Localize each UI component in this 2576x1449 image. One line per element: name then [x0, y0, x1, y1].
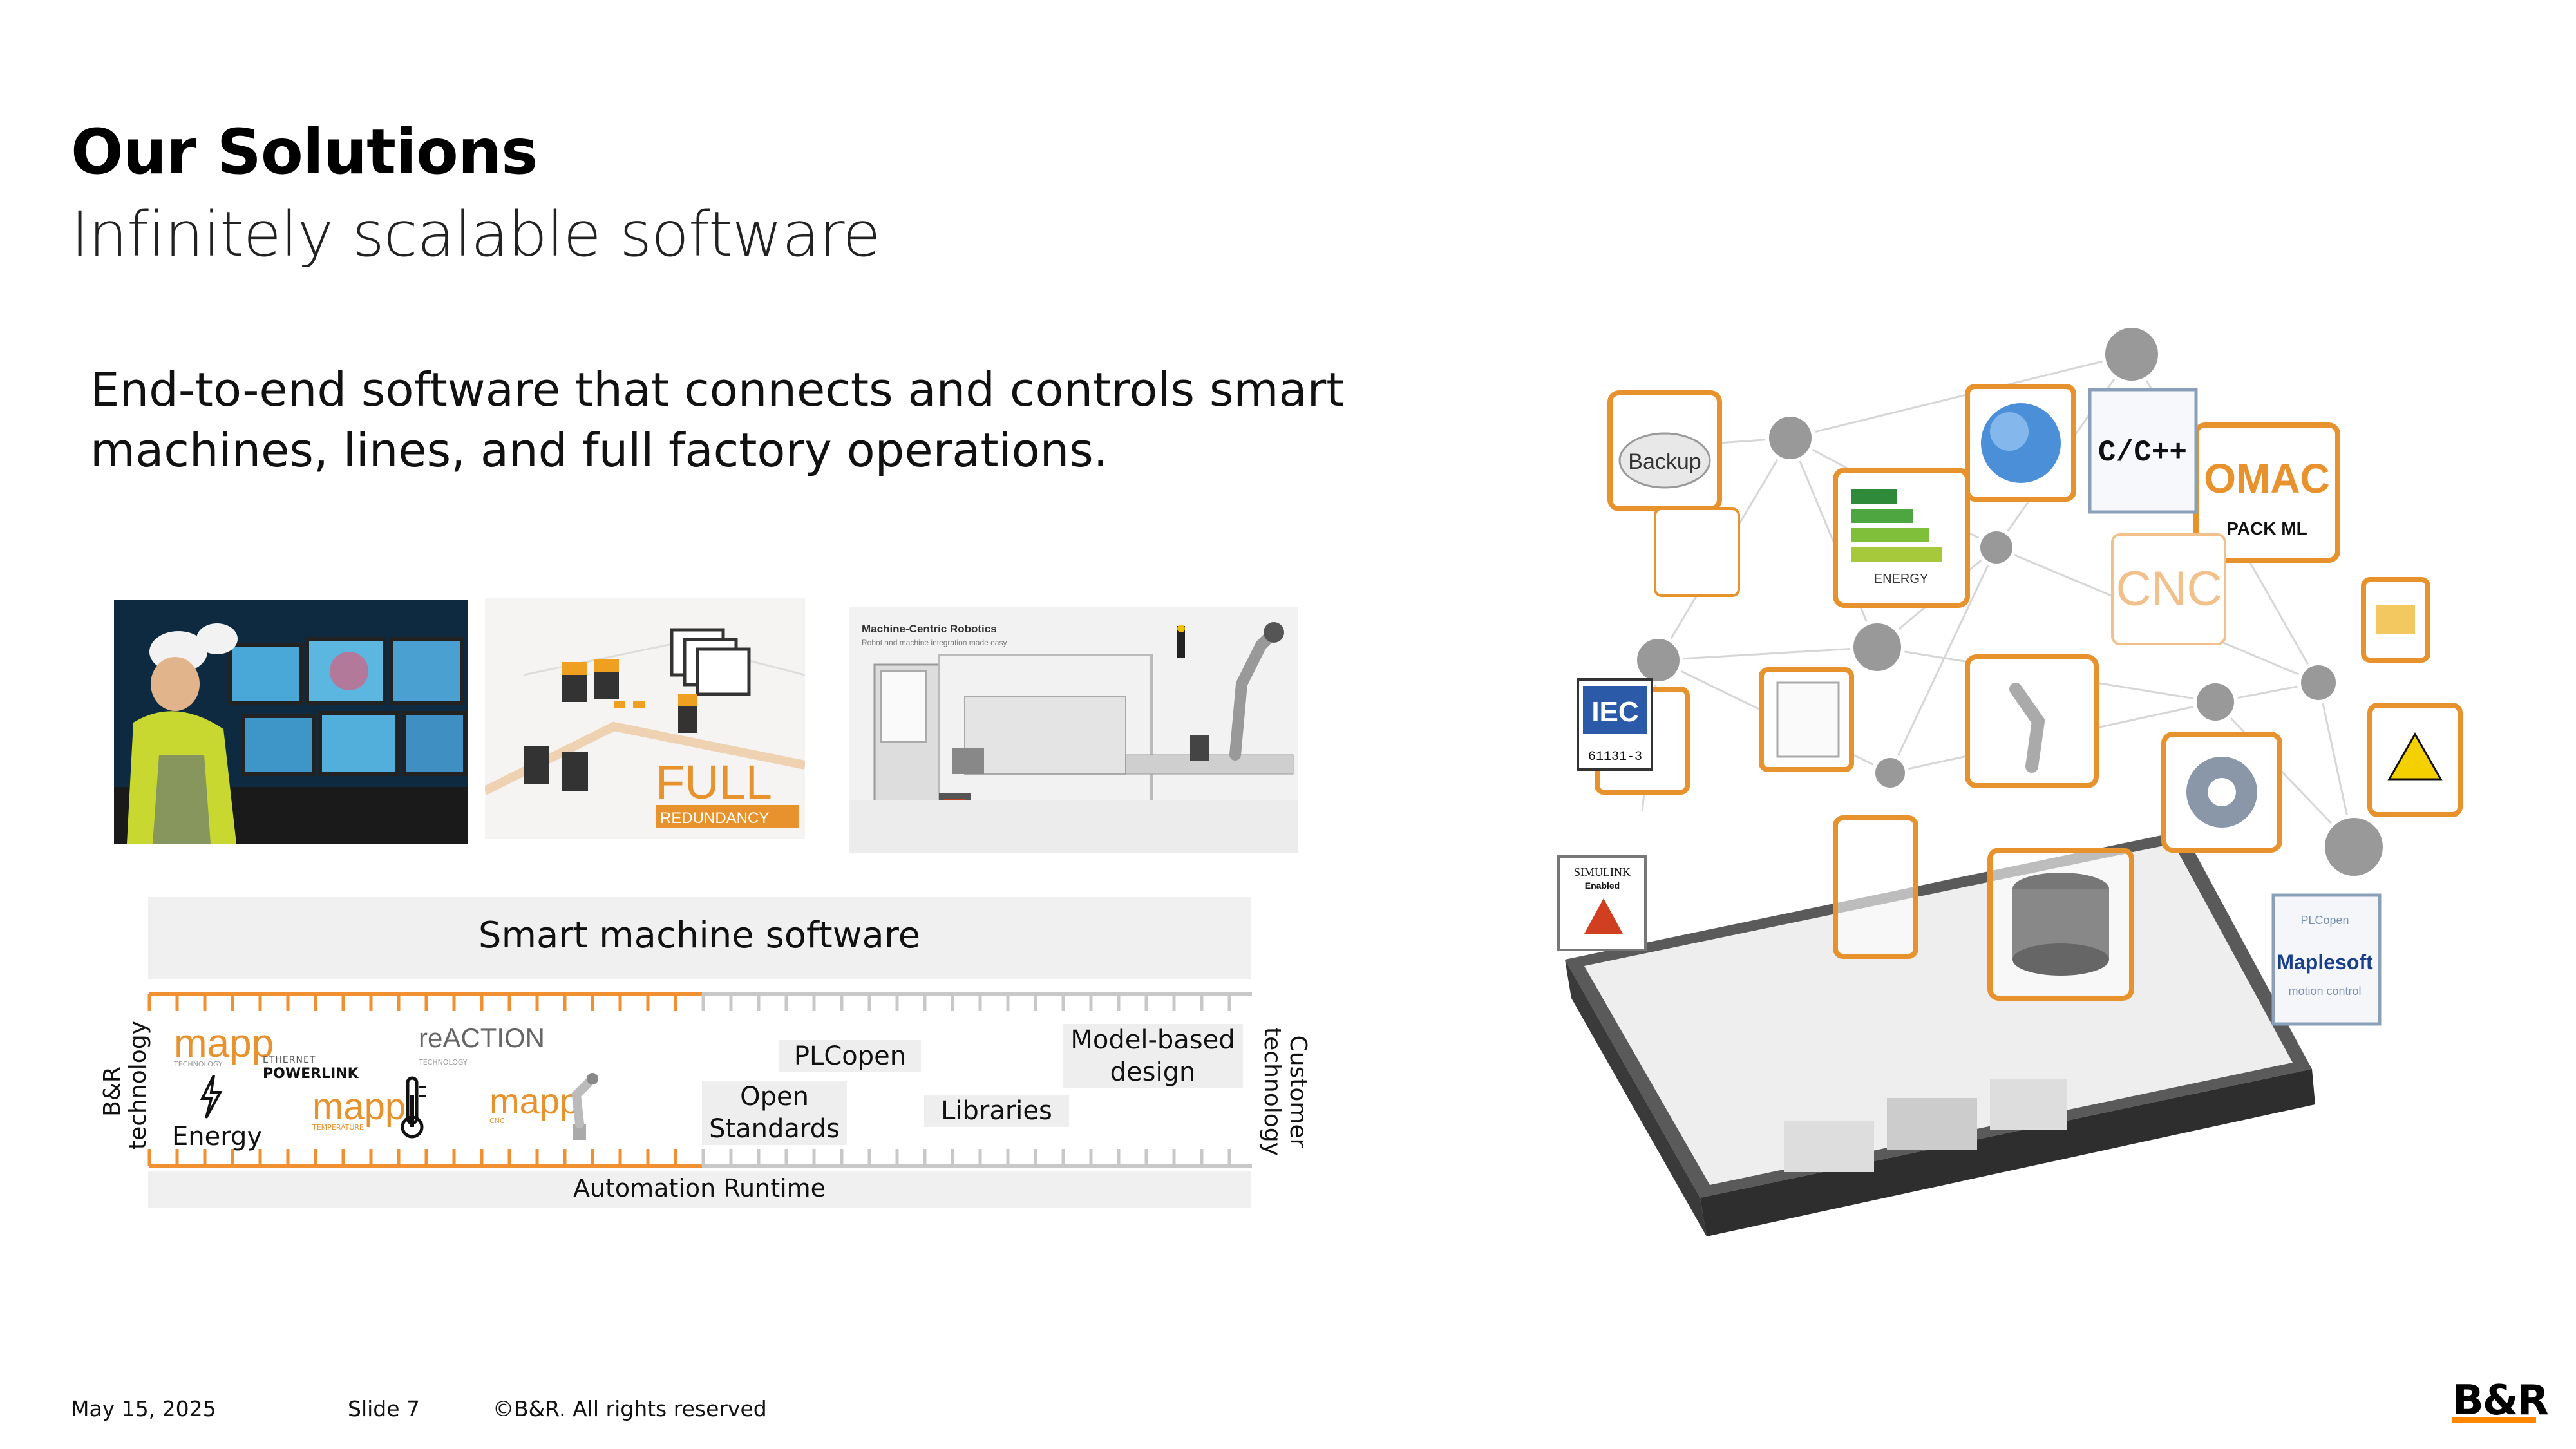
- redundancy-photo: FULL REDUNDANCY: [485, 598, 805, 839]
- slide-title: Our Solutions: [71, 116, 538, 188]
- energy-label: Energy: [171, 1122, 263, 1151]
- br-logo-underline: [2452, 1417, 2536, 1423]
- footer-slide: Slide 7: [348, 1396, 421, 1421]
- model-based-design-label: Model-based design: [1063, 1024, 1243, 1088]
- robot-arm-icon: [554, 1066, 605, 1143]
- mapp-temperature-logo: mapp TEMPERATURE: [312, 1086, 406, 1132]
- svg-text:SIMULINK: SIMULINK: [1574, 866, 1631, 878]
- body-text: End-to-end software that connects and co…: [90, 363, 1345, 477]
- libraries-label: Libraries: [924, 1095, 1069, 1127]
- svg-text:Maplesoft: Maplesoft: [2277, 951, 2373, 974]
- left-axis-label: B&R technology: [99, 1021, 151, 1150]
- runtime-label: Automation Runtime: [573, 1174, 826, 1202]
- br-logo: B&R: [2452, 1377, 2549, 1425]
- right-axis-label: Customer technology: [1259, 1027, 1311, 1156]
- reaction-logo: reACTION TECHNOLOGY: [419, 1023, 545, 1067]
- full-text: FULL: [656, 755, 772, 809]
- robotics-sub: Robot and machine integration made easy: [862, 638, 1007, 647]
- svg-text:61131-3: 61131-3: [1588, 750, 1642, 764]
- svg-text:Enabled: Enabled: [1585, 880, 1620, 891]
- svg-text:IEC: IEC: [1591, 696, 1638, 728]
- thermometer-icon: [396, 1075, 428, 1140]
- svg-text:CNC: CNC: [2116, 562, 2222, 616]
- svg-text:ENERGY: ENERGY: [1874, 572, 1928, 586]
- software-network-illustration: Backup C/C++ OMAC PACK ML CNC ENERGY IEC…: [1557, 324, 2463, 1236]
- footer-date: May 15, 2025: [71, 1396, 216, 1421]
- svg-text:OMAC: OMAC: [2204, 455, 2330, 502]
- svg-text:C/C++: C/C++: [2098, 436, 2187, 469]
- mapp-logo: mapp TECHNOLOGY: [174, 1021, 274, 1068]
- svg-text:PACK ML: PACK ML: [2226, 518, 2307, 538]
- smart-machine-title: Smart machine software: [478, 914, 921, 956]
- powerlink-logo: ETHERNET POWERLINK: [263, 1055, 359, 1082]
- mapp-cnc-logo: mapp CNC: [489, 1081, 580, 1125]
- svg-text:motion control: motion control: [2288, 985, 2361, 998]
- energy-icon: [198, 1074, 224, 1119]
- plcopen-label: PLCopen: [779, 1040, 921, 1072]
- redundancy-text: REDUNDANCY: [660, 810, 769, 827]
- runtime-band: [148, 1171, 1251, 1208]
- open-standards-label: Open Standards: [702, 1081, 847, 1145]
- robotics-photo: Machine-Centric Robotics Robot and machi…: [849, 607, 1298, 853]
- svg-text:PLCopen: PLCopen: [2300, 914, 2349, 927]
- control-room-photo: [114, 600, 468, 844]
- rail-frame: [147, 992, 1252, 1168]
- footer-copyright: ©B&R. All rights reserved: [493, 1396, 767, 1421]
- robotics-title: Machine-Centric Robotics: [862, 623, 997, 635]
- slide-subtitle: Infinitely scalable software: [71, 198, 880, 270]
- smart-machine-band: [148, 897, 1251, 979]
- svg-text:Backup: Backup: [1628, 450, 1701, 474]
